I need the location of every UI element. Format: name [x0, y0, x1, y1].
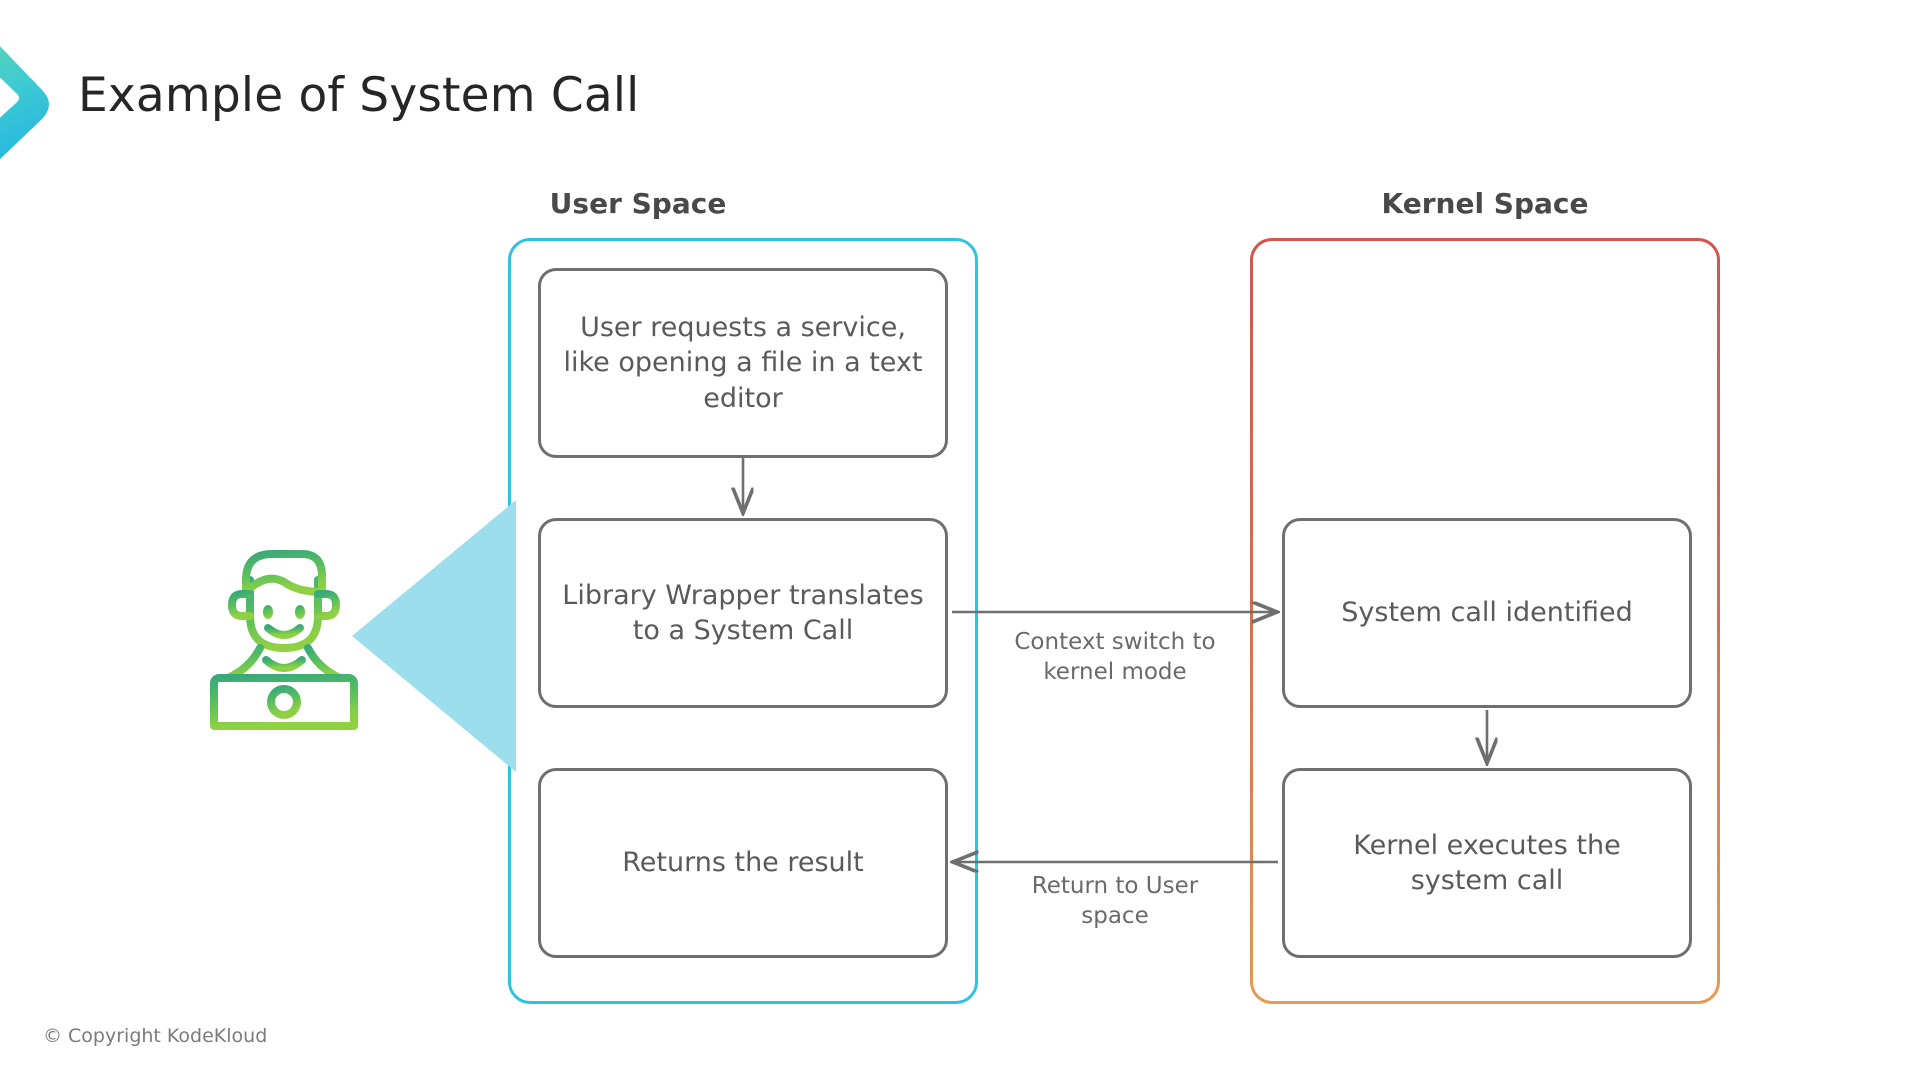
- arrow-label-context-switch: Context switch to kernel mode: [1014, 629, 1216, 685]
- process-box-returns-result: Returns the result: [538, 768, 948, 958]
- process-box-user-request: User requests a service, like opening a …: [538, 268, 948, 458]
- person-at-laptop-icon: [198, 520, 370, 742]
- process-box-syscall-identified: System call identified: [1282, 518, 1692, 708]
- user-wedge-icon: [352, 500, 516, 772]
- kernel-space-heading: Kernel Space: [1381, 187, 1589, 220]
- kodekloud-chevron-logo-icon: [0, 24, 62, 174]
- process-box-kernel-executes: Kernel executes the system call: [1282, 768, 1692, 958]
- process-box-library-wrapper: Library Wrapper translates to a System C…: [538, 518, 948, 708]
- page-title: Example of System Call: [78, 68, 640, 123]
- copyright-notice: © Copyright KodeKloud: [43, 1025, 268, 1047]
- user-space-heading: User Space: [549, 187, 727, 220]
- arrow-label-return-to-user: Return to User space: [1031, 873, 1199, 929]
